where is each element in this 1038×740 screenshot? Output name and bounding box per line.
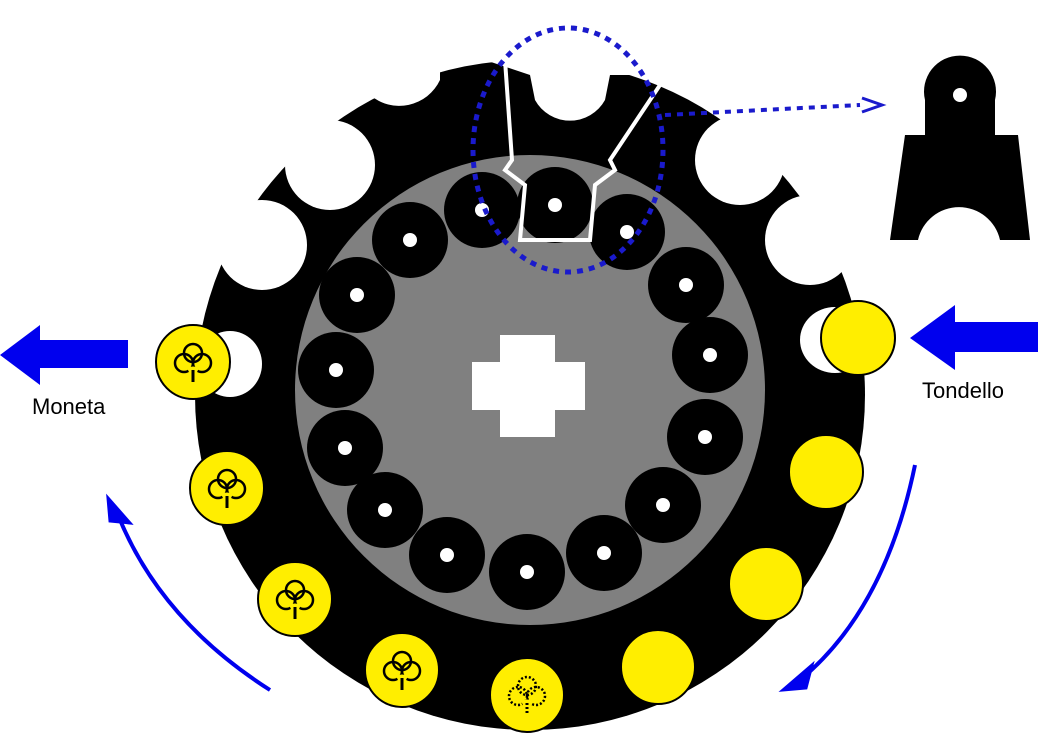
- die-holders: [298, 167, 748, 610]
- highlight-ellipse: [470, 25, 887, 275]
- wheel-teeth-mask: [0, 0, 1038, 121]
- blanks: [620, 300, 896, 705]
- rotation-arrow-right: [778, 464, 917, 692]
- output-label: Moneta: [32, 394, 106, 419]
- center-hole: [472, 335, 585, 437]
- highlighted-segment: [502, 59, 662, 242]
- input-label: Tondello: [922, 378, 1004, 403]
- rotation-arrow-left: [106, 493, 272, 692]
- segment-detail: [890, 55, 1030, 240]
- coins: [155, 324, 565, 733]
- output-arrow: [0, 325, 128, 385]
- wheel-notches: [150, 60, 855, 340]
- input-arrow: [910, 305, 1038, 370]
